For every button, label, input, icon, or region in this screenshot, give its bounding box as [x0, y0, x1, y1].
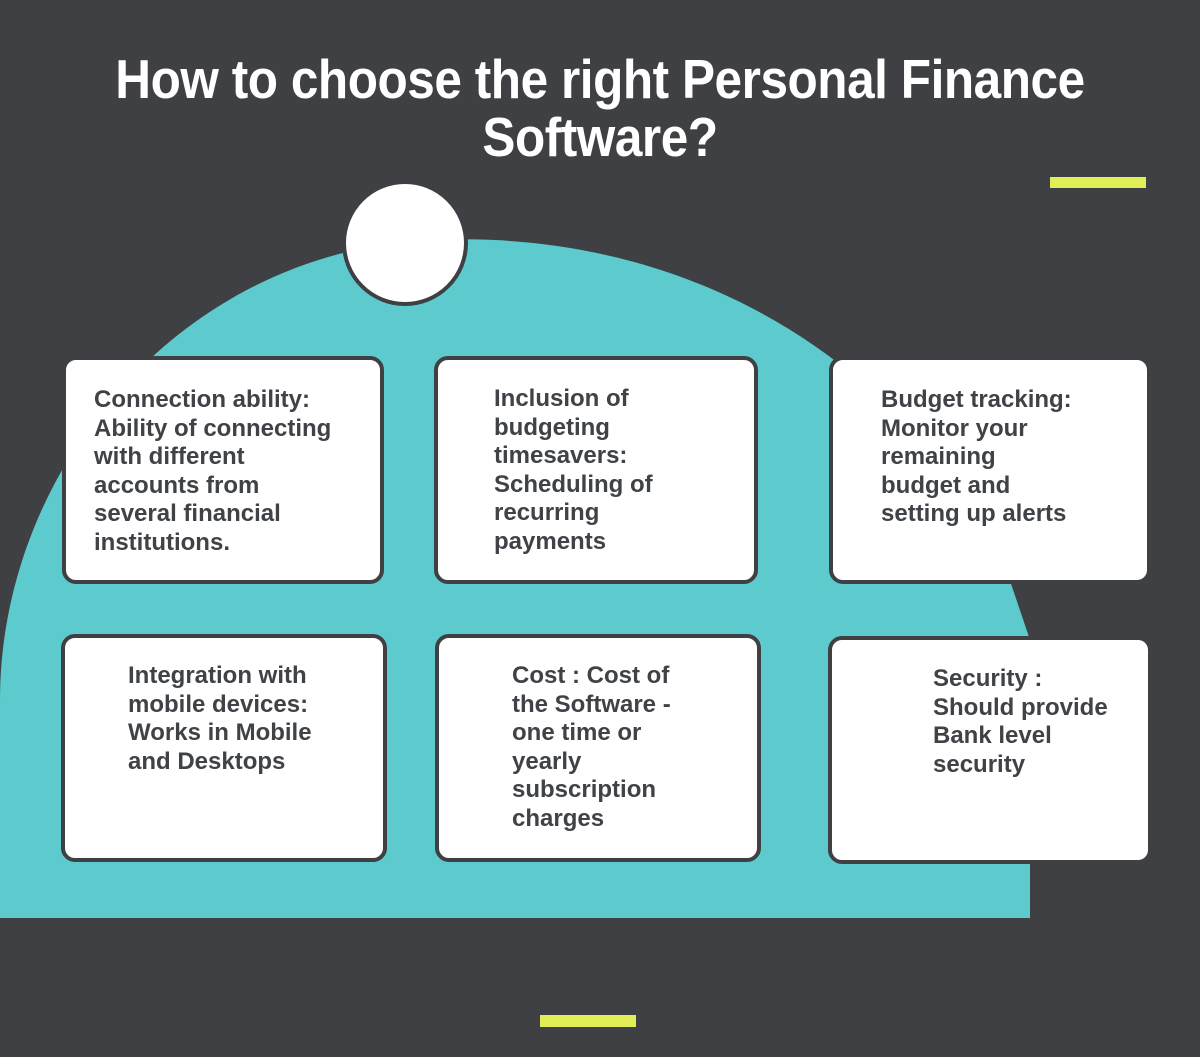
accent-bar-top [1050, 177, 1146, 188]
card-text: Cost : Cost of the Software - one time o… [512, 662, 671, 832]
card-text: Security : Should provide Bank level sec… [933, 665, 1108, 778]
page-title: How to choose the right Personal Finance… [115, 48, 1085, 168]
accent-bar-bottom [540, 1015, 636, 1027]
card-text: Budget tracking: Monitor your remaining … [881, 386, 1072, 527]
white-circle-badge [342, 180, 468, 306]
card-mobile-integration[interactable]: Integration with mobile devices: Works i… [61, 634, 387, 862]
card-text: Inclusion of budgeting timesavers: Sched… [494, 385, 653, 555]
card-budget-tracking[interactable]: Budget tracking: Monitor your remaining … [829, 356, 1151, 584]
card-cost[interactable]: Cost : Cost of the Software - one time o… [435, 634, 761, 862]
card-connection-ability[interactable]: Connection ability: Ability of connectin… [62, 356, 384, 584]
card-text: Connection ability: Ability of connectin… [94, 386, 332, 556]
card-text: Integration with mobile devices: Works i… [128, 662, 312, 775]
card-security[interactable]: Security : Should provide Bank level sec… [828, 636, 1152, 864]
card-budgeting-timesavers[interactable]: Inclusion of budgeting timesavers: Sched… [434, 356, 758, 584]
